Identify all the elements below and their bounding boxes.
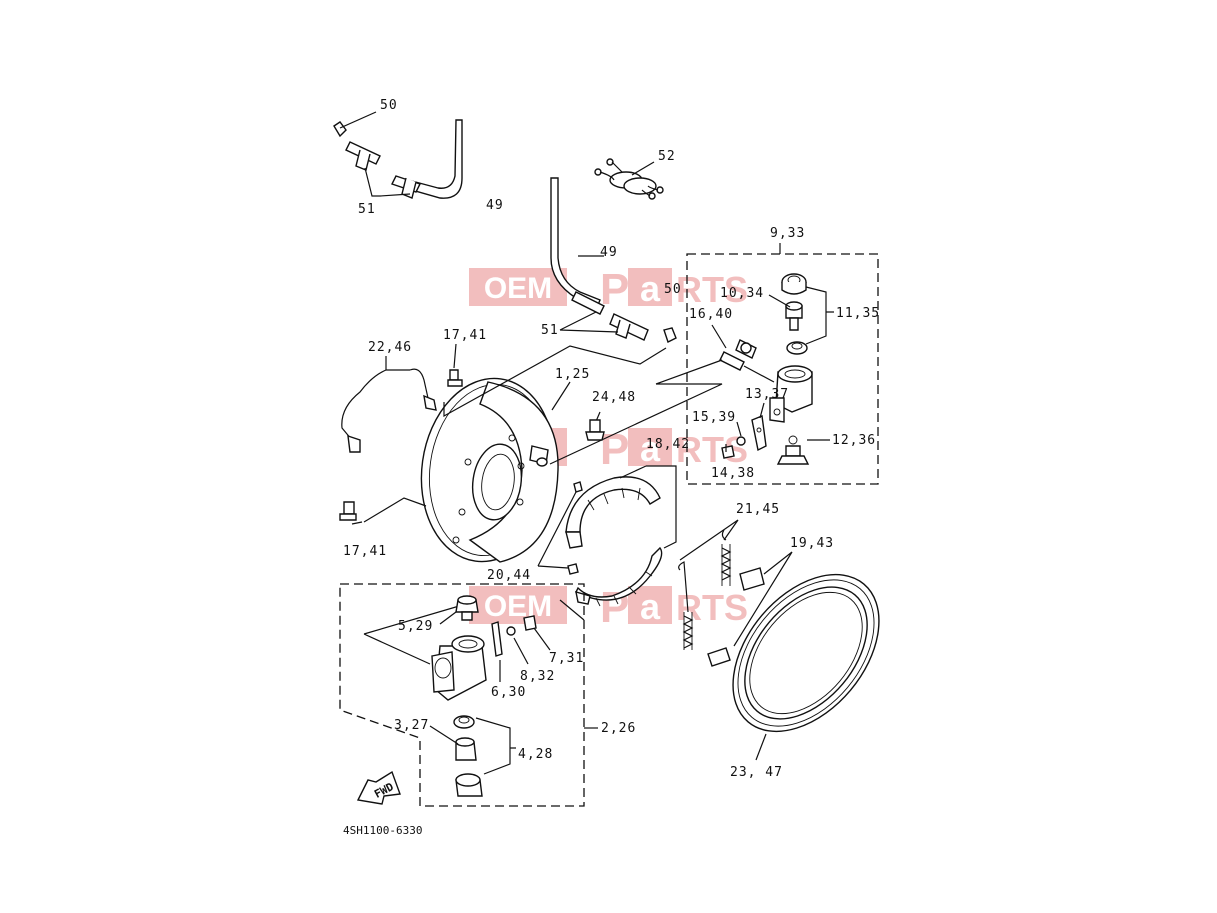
callout-17-41-top: 17,41 — [443, 328, 487, 343]
callout-15-39: 15,39 — [692, 410, 736, 425]
callout-50-middle: 50 — [664, 282, 682, 297]
box-2-26 — [339, 583, 598, 807]
callout-9-33: 9,33 — [770, 226, 805, 241]
callout-11-35: 11,35 — [836, 306, 880, 321]
leader-17-41-top — [443, 345, 667, 418]
callout-49-top: 49 — [486, 198, 504, 213]
callout-19-43: 19,43 — [790, 536, 834, 551]
callout-23-47: 23, 47 — [730, 765, 783, 780]
callout-7-31: 7,31 — [549, 651, 584, 666]
watermark-oem-text: OEM — [484, 590, 552, 623]
drawing-code: 4SH1100-6330 — [343, 824, 422, 837]
watermark-top: OEM P a RTS — [469, 265, 748, 314]
callout-13-37: 13,37 — [745, 387, 789, 402]
brake-drum — [732, 573, 880, 761]
leader-17-41-bottom — [363, 497, 427, 523]
callout-49-middle: 49 — [600, 245, 618, 260]
callout-12-36: 12,36 — [832, 433, 876, 448]
callout-51-middle: 51 — [541, 323, 559, 338]
callout-22-46: 22,46 — [368, 340, 412, 355]
wheel-cylinder-front-assembly — [429, 595, 551, 797]
callout-16-40: 16,40 — [689, 307, 733, 322]
callout-50-top: 50 — [380, 98, 398, 113]
callout-20-44: 20,44 — [487, 568, 531, 583]
callout-labels: 50 51 49 52 49 50 51 9,33 10,34 11,35 16… — [343, 98, 880, 780]
clip-part-52 — [594, 158, 664, 200]
bolt-24-48 — [585, 419, 605, 441]
watermark-a-text: a — [640, 428, 661, 469]
brake-hose — [341, 356, 437, 453]
watermark-bottom: OEM P a RTS — [469, 583, 748, 632]
shoe-pins — [537, 481, 583, 575]
callout-51-top: 51 — [358, 202, 376, 217]
callout-52: 52 — [658, 149, 676, 164]
leader-1-25 — [551, 381, 571, 411]
forward-direction-arrow[interactable]: FWD — [356, 770, 401, 805]
callout-24-48: 24,48 — [592, 390, 636, 405]
callout-4-28: 4,28 — [518, 747, 553, 762]
callout-5-29: 5,29 — [398, 619, 433, 634]
watermark-rts-text: RTS — [676, 269, 748, 310]
callout-21-45: 21,45 — [736, 502, 780, 517]
callout-2-26: 2,26 — [601, 721, 636, 736]
bolt-17-41-top — [447, 343, 463, 387]
wheel-cylinder-rear-assembly — [711, 273, 834, 465]
bolt-17-41-bottom — [339, 501, 363, 525]
callout-1-25: 1,25 — [555, 367, 590, 382]
watermark-p-text: P — [600, 265, 629, 314]
watermark-oem-text: OEM — [484, 272, 552, 305]
leader-wheel-cylinder — [549, 359, 723, 465]
brake-backing-plate — [420, 377, 559, 563]
watermark-a-text: a — [640, 586, 661, 627]
breather-hose-assembly-top — [333, 111, 463, 199]
callout-6-30: 6,30 — [491, 685, 526, 700]
shoe-holder-clips — [707, 551, 793, 667]
watermark-rts-text: RTS — [676, 429, 748, 470]
callout-10-34: 10,34 — [720, 286, 764, 301]
callout-8-32: 8,32 — [520, 669, 555, 684]
callout-17-41-bottom: 17,41 — [343, 544, 387, 559]
callout-14-38: 14,38 — [711, 466, 755, 481]
brake-springs — [678, 519, 739, 650]
watermark-a-text: a — [640, 268, 661, 309]
watermark-p-text: P — [600, 425, 629, 474]
breather-hose-assembly-middle — [550, 177, 677, 343]
callout-18-42: 18,42 — [646, 437, 690, 452]
callout-3-27: 3,27 — [394, 718, 429, 733]
